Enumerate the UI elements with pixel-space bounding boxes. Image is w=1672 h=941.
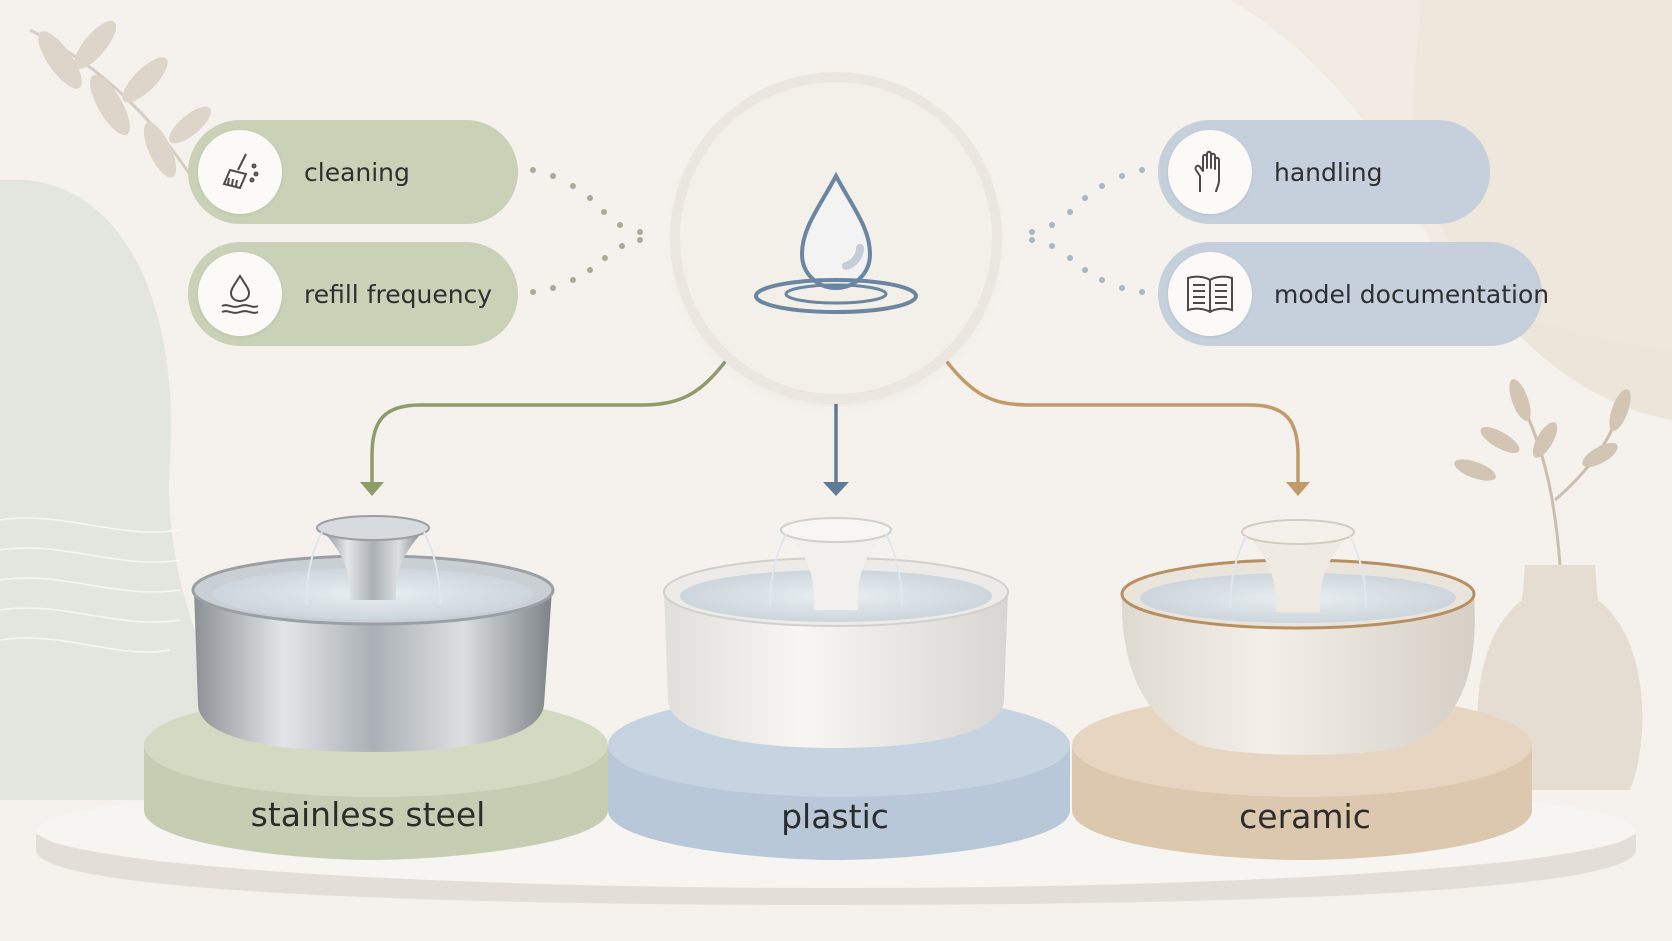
factor-handling: handling: [1158, 120, 1490, 224]
hand-icon: [1168, 130, 1252, 214]
book-icon: [1168, 252, 1252, 336]
stainless-steel-fountain: [191, 515, 555, 752]
material-label-stainless-steel: stainless steel: [250, 795, 486, 834]
water-drop-icon: [736, 136, 936, 340]
factor-refill-frequency: refill frequency: [188, 242, 518, 346]
water-drop-waves-icon: [198, 252, 282, 336]
factor-label: refill frequency: [304, 279, 493, 309]
arrow-to-stainless-steel: [370, 356, 730, 488]
decorative-wave-lines: [0, 517, 181, 653]
arrow-to-ceramic: [942, 356, 1300, 488]
material-label-plastic: plastic: [781, 797, 889, 836]
factor-label: model documentation: [1274, 279, 1550, 309]
brush-icon: [198, 130, 282, 214]
material-label-ceramic: ceramic: [1239, 797, 1371, 836]
ceramic-fountain: [1120, 519, 1476, 755]
center-water-hub: [680, 82, 992, 394]
factor-label: cleaning: [304, 157, 410, 187]
leaf-decoration: [29, 20, 211, 191]
factor-cleaning: cleaning: [188, 120, 518, 224]
plastic-fountain: [663, 517, 1009, 748]
factor-model-documentation: model documentation: [1158, 242, 1549, 346]
background-shape-left: [0, 179, 260, 800]
dotted-connectors: [530, 167, 643, 295]
factor-label: handling: [1274, 157, 1383, 187]
